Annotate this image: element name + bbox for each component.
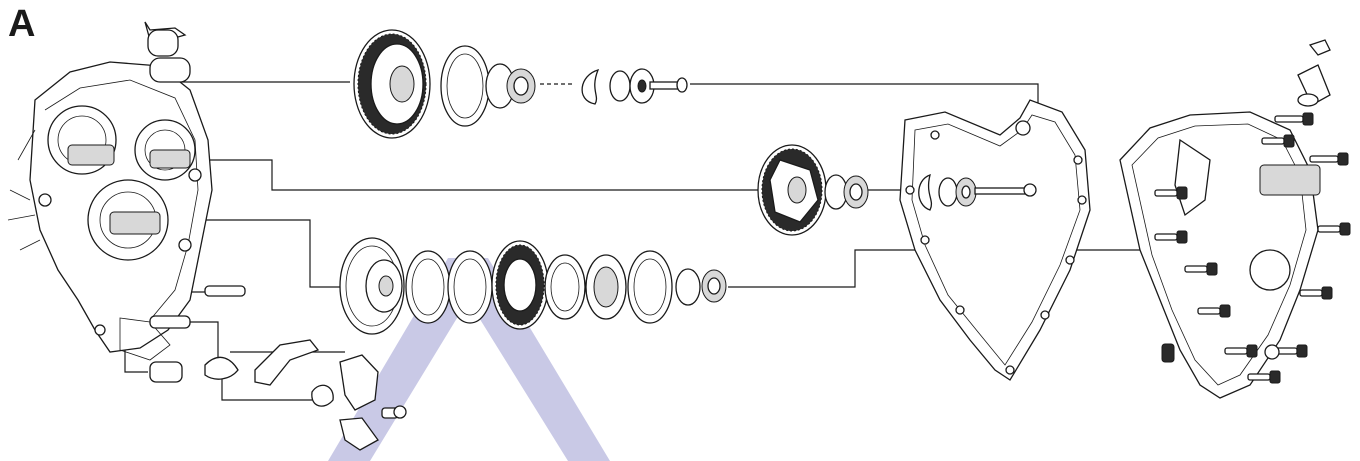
shift-linkage-parts [149,285,407,451]
right-cover [1119,39,1331,399]
washer [1264,344,1280,360]
bolt [1154,186,1188,200]
cover-bolts [1154,112,1351,384]
panel-label: A [8,3,36,45]
cap-nut [1161,343,1175,363]
upper-large-gear [353,29,431,139]
bolt [1197,304,1231,318]
bolt [1261,134,1295,148]
lower-bearing-stack [405,240,727,330]
left-crankcase [7,21,213,361]
middle-gear [757,144,827,236]
bolt [1247,370,1281,384]
lower-sprocket-gear [339,237,405,335]
upper-circlip-washer-bolt [581,68,688,105]
bolt [1224,344,1258,358]
cover-gasket [899,99,1091,381]
middle-washers [824,174,869,210]
bolt [1309,152,1349,166]
bolt [1274,344,1308,358]
upper-spacer-rings [440,45,536,127]
bolt [1299,286,1333,300]
gasket-side-parts [918,174,1037,211]
bolt [1184,262,1218,276]
bolt [1317,222,1351,236]
bolt [1274,112,1314,126]
bolt [1154,230,1188,244]
